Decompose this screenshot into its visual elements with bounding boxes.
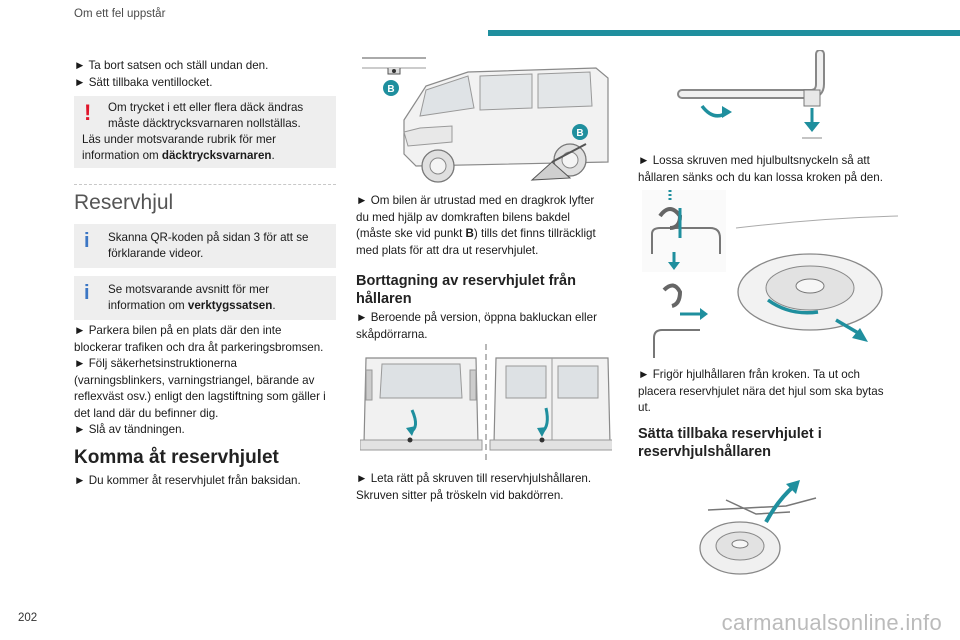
komma-text: ► Du kommer åt reservhjulet från baksida… (74, 474, 301, 487)
section-heading-komma: Komma åt reservhjulet (74, 447, 279, 468)
note-text: Skanna QR-koden på sidan 3 för att se (108, 231, 309, 244)
header-accent-bar (488, 30, 960, 36)
step-line: ► Följ säkerhetsinstruktionerna (74, 357, 237, 370)
step-line: skåpdörrarna. (356, 327, 428, 341)
warning-note: ! Om trycket i ett eller flera däck ändr… (74, 96, 336, 168)
step-line: ► Frigör hjulhållaren från kroken. Ta ut… (638, 368, 860, 381)
step-line: hållaren sänks och du kan lossa kroken p… (638, 170, 883, 184)
step-line: ► Leta rätt på skruven till reservhjulsh… (356, 472, 592, 485)
step-line: ► Parkera bilen på en plats där den inte (74, 324, 282, 337)
point-b-label: B (576, 128, 583, 139)
section-heading-reservhjul: Reservhjul (74, 191, 174, 214)
step-line: det land där du befinner dig. (74, 406, 219, 420)
page-number: 202 (18, 612, 38, 624)
point-b-ref: B (465, 227, 474, 240)
step-line: du med hjälp av domkraften bilens bakdel (356, 210, 570, 224)
wheel-wrench-illustration (677, 50, 825, 139)
step-line: ut. (638, 401, 651, 414)
step-line: (måste ske vid punkt B) tills det finns … (356, 227, 596, 240)
label-b-circle (383, 80, 399, 96)
info-icon: i (84, 230, 90, 252)
watermark: carmanualsonline.info (721, 610, 942, 635)
info-note-tools: i Se motsvarande avsnitt för mer informa… (74, 276, 336, 320)
step-line: ► Lossa skruven med hjulbultsnyckeln så … (638, 154, 870, 167)
step-line: med plats för att dra ut reservhjulet. (356, 243, 539, 257)
rear-view-barn-doors (489, 357, 612, 451)
leta-text: ► Leta rätt på skruven till reservhjulsh… (356, 471, 618, 504)
info-icon: i (84, 282, 90, 304)
van-jack-illustration: B B (362, 57, 609, 183)
section-heading-satta: Sätta tillbaka reservhjulet i reservhjul… (638, 425, 912, 461)
note-text: information om verktygssatsen. (108, 299, 276, 312)
step-line: Skruven sitter på tröskeln vid bakdörren… (356, 488, 564, 502)
step-line: reflexväst osv.) enligt den lagstiftning… (74, 390, 326, 403)
note-text: information om däcktrycksvarnaren. (82, 149, 275, 162)
note-bold-term: däcktrycksvarnaren (161, 149, 272, 162)
step-line: ► Ta bort satsen och ställ undan den. (74, 59, 269, 72)
lossa-text: ► Lossa skruven med hjulbultsnyckeln så … (638, 153, 908, 186)
jack-text: ► Om bilen är utrustad med en dragkrok l… (356, 193, 614, 259)
section-heading-borttagning: Borttagning av reservhjulet från hållare… (356, 272, 616, 308)
note-text: måste däcktrycksvarnaren nollställas. (108, 117, 301, 130)
warning-icon: ! (84, 100, 92, 125)
preparation-steps: ► Parkera bilen på en plats där den inte… (74, 323, 346, 439)
step-line: ► Beroende på version, öppna bakluckan e… (356, 311, 597, 324)
note-text: förklarande videor. (108, 247, 204, 260)
intro-steps: ► Ta bort satsen och ställ undan den. ► … (74, 58, 344, 91)
step-line: ► Om bilen är utrustad med en dragkrok l… (356, 194, 595, 207)
frigor-text: ► Frigör hjulhållaren från kroken. Ta ut… (638, 367, 912, 417)
step-line: ► Sätt tillbaka ventillocket. (74, 75, 213, 89)
heading-line: reservhjulshållaren (638, 444, 771, 460)
heading-line: Borttagning av reservhjulet från (356, 273, 576, 289)
note-text: Se motsvarande avsnitt för mer (108, 283, 270, 296)
refit-wheel-illustration (699, 480, 817, 575)
note-text: Läs under motsvarande rubrik för mer (82, 133, 276, 146)
note-text: Om trycket i ett eller flera däck ändras (108, 101, 304, 114)
hook-release-illustration (642, 190, 899, 358)
step-line: (varningsblinkers, varningstriangel, bär… (74, 373, 315, 387)
info-note-qr: i Skanna QR-koden på sidan 3 för att se … (74, 224, 336, 268)
point-b-label: B (387, 84, 394, 95)
step-line: blockerar trafiken och dra åt parkerings… (74, 340, 324, 354)
section-divider (74, 184, 336, 185)
step-line: ► Slå av tändningen. (74, 423, 185, 436)
heading-line: Sätta tillbaka reservhjulet i (638, 426, 822, 442)
step-line: placera reservhjulet nära det hjul som s… (638, 384, 884, 398)
rear-view-tailgate (360, 357, 483, 451)
borttagning-text: ► Beroende på version, öppna bakluckan e… (356, 310, 616, 343)
running-header: Om ett fel uppstår (74, 8, 166, 20)
rear-doors-illustration (360, 344, 612, 460)
note-bold-term: verktygssatsen (187, 299, 273, 312)
heading-line: hållaren (356, 291, 412, 307)
